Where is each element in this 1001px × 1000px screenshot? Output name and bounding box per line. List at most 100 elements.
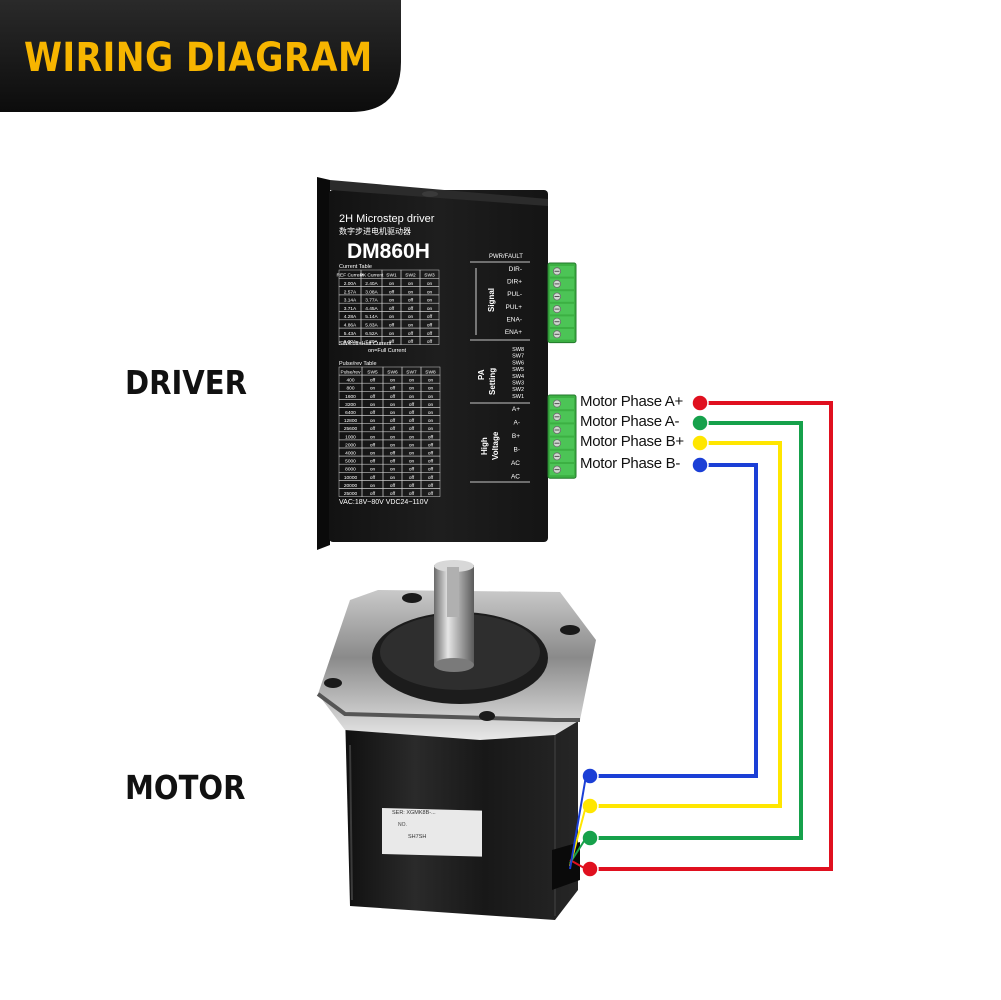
wire-terminal-dot	[691, 394, 709, 412]
current-table-cell: 2.57A	[344, 289, 357, 295]
driver-body	[329, 190, 548, 542]
current-table-cell: on	[408, 282, 414, 287]
pulse-table-cell: off	[428, 442, 434, 448]
current-table-cell: off	[389, 289, 395, 295]
wire-line	[590, 401, 833, 871]
current-table-cell: on	[408, 315, 414, 320]
pulse-table-header: Pulse/rev	[341, 370, 362, 376]
hv-terminal-slot	[550, 398, 574, 410]
pulse-table-cell: off	[390, 491, 396, 497]
pulse-table-cell: off	[409, 491, 415, 497]
hv-pin-label: B-	[514, 447, 521, 454]
current-table-cell: 4.28A	[344, 314, 357, 320]
signal-pin-label: DIR-	[509, 266, 522, 273]
motor-shaft-flat	[447, 567, 459, 617]
pulse-table-cell: 800	[346, 386, 354, 392]
current-table-cell: off	[389, 323, 395, 329]
pulse-table-cell: on	[428, 387, 434, 392]
hv-pin-label: AC	[511, 460, 520, 467]
pulse-table-cell: on	[370, 452, 376, 457]
current-table-cell: 6.00A	[344, 339, 357, 345]
pa-section-label-2: Setting	[488, 368, 497, 395]
pulse-table-cell: 4000	[345, 451, 356, 457]
mounting-hole	[402, 593, 422, 603]
signal-pin-label: PUL+	[506, 304, 523, 311]
current-table-cell: on	[389, 332, 395, 337]
pulse-table-cell: on	[370, 484, 376, 489]
current-table-cell: 3.77A	[365, 298, 378, 304]
current-table-cell: 6.52A	[365, 331, 378, 337]
current-table-header: SW2	[405, 273, 416, 279]
current-table-header: SW3	[424, 273, 435, 279]
switch-label: SW3	[512, 381, 524, 387]
current-table-header: PK Current	[360, 273, 384, 279]
motor-sticker-line1: SER: XGMK8B-...	[392, 810, 436, 816]
pulse-table-cell: off	[428, 475, 434, 481]
pulse-table-cell: on	[370, 387, 376, 392]
pulse-table-cell: off	[390, 451, 396, 457]
phase-label: Motor Phase B-	[580, 455, 681, 472]
pulse-table-cell: on	[409, 379, 415, 384]
current-table-cell: on	[427, 307, 433, 312]
signal-section-label: Signal	[487, 288, 496, 312]
driver-label: DRIVER	[125, 363, 247, 402]
wire-motor-dot	[581, 860, 599, 878]
pulse-table-cell: off	[409, 483, 415, 489]
pulse-table-cell: off	[370, 459, 376, 465]
current-table-cell: on	[427, 290, 433, 295]
current-note-2: on=Full Current	[368, 348, 407, 354]
pulse-table-cell: 25600	[344, 426, 358, 432]
signal-terminal-slot	[550, 303, 574, 315]
motor-flange-edge	[316, 692, 580, 722]
current-table-cell: on	[389, 315, 395, 320]
switch-label: SW7	[512, 354, 524, 360]
pulse-table-cell: on	[428, 427, 434, 432]
pulse-table-cell: off	[370, 442, 376, 448]
pulse-table-cell: off	[370, 394, 376, 400]
pulse-table-cell: on	[409, 443, 415, 448]
current-table-cell: 4.86A	[344, 323, 357, 329]
title-banner: WIRING DIAGRAM	[0, 0, 401, 112]
current-table-cell: off	[408, 339, 414, 345]
pulse-table-cell: on	[370, 435, 376, 440]
pulse-table-cell: off	[390, 426, 396, 432]
switch-label: SW8	[512, 347, 524, 353]
hv-pin-label: B+	[512, 433, 520, 440]
pulse-table-cell: 1600	[345, 394, 356, 400]
pulse-table-cell: on	[390, 379, 396, 384]
motor-lead	[569, 859, 587, 870]
pulse-table-cell: on	[409, 387, 415, 392]
hv-terminal-slot	[550, 411, 574, 423]
phase-label: Motor Phase B+	[580, 433, 684, 450]
current-table-cell: off	[427, 331, 433, 337]
pulse-table-cell: off	[428, 434, 434, 440]
pulse-table-cell: off	[428, 459, 434, 465]
pulse-table-cell: 400	[346, 378, 354, 384]
wire-terminal-dot	[691, 456, 709, 474]
current-table-cell: on	[427, 282, 433, 287]
switch-label: SW2	[512, 387, 524, 393]
pulse-table-cell: 20000	[344, 483, 358, 489]
driver-subtitle: 2H Microstep driver	[339, 213, 435, 225]
wire-motor-dot	[581, 797, 599, 815]
pulse-table-cell: 1000	[345, 434, 356, 440]
switch-label: SW4	[512, 374, 524, 380]
pulse-table-cell: on	[390, 435, 396, 440]
switch-label: SW6	[512, 360, 524, 366]
banner-shape	[0, 0, 401, 112]
pulse-table-cell: on	[370, 403, 376, 408]
current-table-cell: off	[389, 306, 395, 312]
signal-terminal-slot	[550, 266, 574, 277]
pulse-table-cell: on	[428, 419, 434, 424]
driver-voltage: VAC:18V~80V VDC24~110V	[339, 499, 429, 506]
pulse-table-cell: on	[428, 395, 434, 400]
pulse-table-cell: off	[428, 483, 434, 489]
pulse-table-cell: off	[370, 426, 376, 432]
pulse-table-cell: off	[409, 426, 415, 432]
banner-title: WIRING DIAGRAM	[24, 35, 373, 81]
hv-terminal-slot	[550, 437, 574, 449]
motor-lead	[569, 775, 587, 870]
